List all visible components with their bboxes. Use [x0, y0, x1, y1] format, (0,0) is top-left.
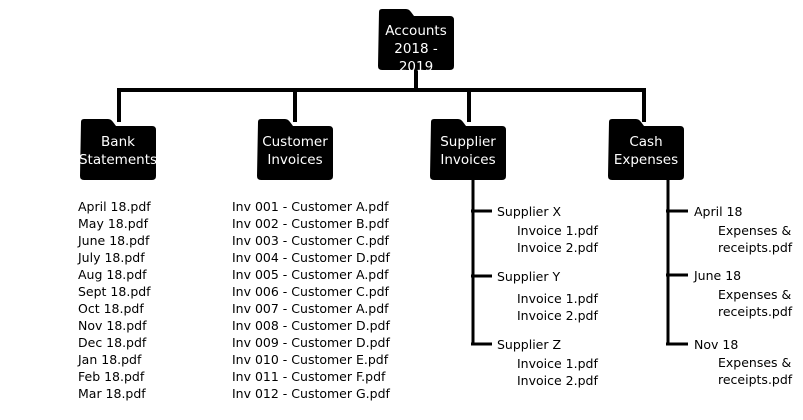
customer-invoice-file[interactable]: Inv 003 - Customer C.pdf — [232, 233, 389, 248]
supplier-invoice-file[interactable]: Invoice 1.pdf — [517, 356, 598, 371]
customer-invoice-file[interactable]: Inv 009 - Customer D.pdf — [232, 335, 390, 350]
bank-file[interactable]: Oct 18.pdf — [78, 301, 144, 316]
customer-invoice-file[interactable]: Inv 007 - Customer A.pdf — [232, 301, 389, 316]
folder-icon — [80, 119, 156, 180]
bank-file[interactable]: Sept 18.pdf — [78, 284, 151, 299]
root-folder[interactable]: Accounts 2018 - 2019 — [376, 8, 456, 75]
folder-label-line2: Statements — [78, 152, 158, 168]
folder-label-line2: Invoices — [440, 152, 496, 168]
folder-icon — [608, 119, 684, 180]
supplier-invoice-file[interactable]: Invoice 2.pdf — [517, 373, 598, 388]
customer-invoice-file[interactable]: Inv 011 - Customer F.pdf — [232, 369, 386, 384]
folder-label-line1: Cash — [629, 134, 663, 150]
customer-invoice-file[interactable]: Inv 002 - Customer B.pdf — [232, 216, 389, 231]
supplier-subfolder[interactable]: Supplier Z — [497, 337, 562, 352]
customer-invoice-file[interactable]: Inv 008 - Customer D.pdf — [232, 318, 390, 333]
customer-invoice-file[interactable]: Inv 012 - Customer G.pdf — [232, 386, 390, 401]
customer-invoice-file[interactable]: Inv 006 - Customer C.pdf — [232, 284, 389, 299]
root-folder-title: Accounts — [385, 23, 447, 39]
supplier-invoice-file[interactable]: Invoice 1.pdf — [517, 223, 598, 238]
customer-invoice-file[interactable]: Inv 001 - Customer A.pdf — [232, 199, 389, 214]
bank-file[interactable]: Nov 18.pdf — [78, 318, 147, 333]
folder-label-line2: Expenses — [613, 152, 679, 168]
supplier-invoice-file[interactable]: Invoice 2.pdf — [517, 308, 598, 323]
bank-file[interactable]: Feb 18.pdf — [78, 369, 145, 384]
folder-cash-expenses[interactable]: Cash Expenses — [606, 118, 686, 181]
folder-label-line1: Bank — [101, 134, 135, 150]
bank-file[interactable]: May 18.pdf — [78, 216, 148, 231]
supplier-subfolder[interactable]: Supplier Y — [497, 269, 561, 284]
folder-supplier-invoices[interactable]: Supplier Invoices — [428, 118, 508, 181]
bank-file[interactable]: Jan 18.pdf — [78, 352, 142, 367]
root-folder-subtitle: 2018 - 2019 — [394, 41, 438, 75]
folder-bank-statements[interactable]: Bank Statements — [78, 118, 158, 181]
cash-expense-file[interactable]: Expenses & — [718, 223, 792, 238]
customer-invoice-file[interactable]: Inv 004 - Customer D.pdf — [232, 250, 390, 265]
bank-file[interactable]: Mar 18.pdf — [78, 386, 146, 401]
folder-icon — [430, 119, 506, 180]
cash-expense-file[interactable]: Expenses & — [718, 287, 792, 302]
bank-file[interactable]: April 18.pdf — [78, 199, 151, 214]
customer-invoice-file[interactable]: Inv 010 - Customer E.pdf — [232, 352, 389, 367]
bank-file[interactable]: June 18.pdf — [78, 233, 150, 248]
cash-expense-file[interactable]: receipts.pdf — [718, 304, 793, 319]
bank-file[interactable]: July 18.pdf — [78, 250, 145, 265]
cash-expense-file[interactable]: Expenses & — [718, 355, 792, 370]
customer-invoice-file[interactable]: Inv 005 - Customer A.pdf — [232, 267, 389, 282]
bank-file[interactable]: Dec 18.pdf — [78, 335, 147, 350]
folder-label-line2: Invoices — [267, 152, 323, 168]
supplier-invoice-file[interactable]: Invoice 2.pdf — [517, 240, 598, 255]
cash-expense-file[interactable]: receipts.pdf — [718, 372, 793, 387]
supplier-subfolder[interactable]: Supplier X — [497, 204, 562, 219]
cash-subfolder[interactable]: June 18 — [694, 268, 742, 283]
cash-subfolder[interactable]: April 18 — [694, 204, 743, 219]
folder-label-line1: Supplier — [440, 134, 496, 150]
supplier-invoice-file[interactable]: Invoice 1.pdf — [517, 291, 598, 306]
cash-subfolder[interactable]: Nov 18 — [694, 337, 739, 352]
bank-file[interactable]: Aug 18.pdf — [78, 267, 147, 282]
cash-expense-file[interactable]: receipts.pdf — [718, 240, 793, 255]
folder-icon — [257, 119, 333, 180]
folder-customer-invoices[interactable]: Customer Invoices — [255, 118, 335, 181]
folder-icon — [378, 9, 454, 70]
folder-label-line1: Customer — [262, 134, 328, 150]
